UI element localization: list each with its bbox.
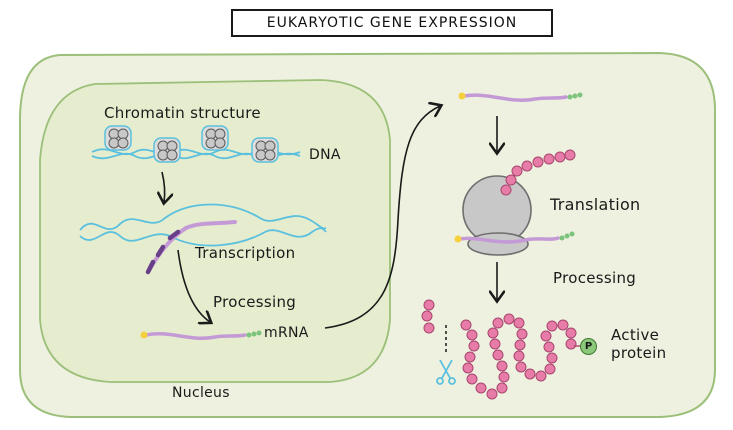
nucleosome-icon bbox=[153, 137, 181, 163]
nascent-polypeptide bbox=[500, 149, 576, 196]
mrna-cytoplasm bbox=[458, 92, 583, 102]
label-translation: Translation bbox=[550, 195, 641, 214]
nucleosome-icon bbox=[251, 137, 279, 163]
diagram-title: EUKARYOTIC GENE EXPRESSION bbox=[231, 9, 553, 37]
mrna-nucleus bbox=[140, 330, 262, 340]
arrow-mrna-export bbox=[324, 106, 440, 329]
arrow-transcription-to-processing bbox=[177, 249, 210, 322]
mrna-translation bbox=[454, 231, 575, 244]
label-dna: DNA bbox=[309, 147, 341, 163]
scissors-icon bbox=[436, 359, 456, 385]
cap-icon bbox=[140, 331, 148, 339]
label-active-protein-line1: Active bbox=[611, 326, 660, 344]
label-mrna: mRNA bbox=[264, 325, 309, 341]
nucleosome-icon bbox=[201, 125, 229, 151]
label-nucleus: Nucleus bbox=[172, 385, 230, 401]
nucleus-membrane bbox=[39, 79, 391, 383]
nascent-mrna-dark bbox=[145, 229, 181, 275]
ribosome-icon bbox=[462, 175, 532, 256]
label-processing-nucleus: Processing bbox=[213, 293, 297, 311]
arrow-chromatin-to-transcription bbox=[162, 171, 165, 202]
cap-icon bbox=[454, 235, 462, 243]
label-transcription: Transcription bbox=[195, 244, 296, 262]
phosphate-icon: P bbox=[580, 338, 597, 355]
nucleosome-icon bbox=[104, 125, 132, 151]
label-active-protein-line2: protein bbox=[611, 344, 667, 362]
phosphate-label: P bbox=[584, 341, 593, 352]
active-protein-chain bbox=[421, 299, 577, 400]
cap-icon bbox=[458, 92, 466, 100]
label-processing-cytoplasm: Processing bbox=[553, 269, 637, 287]
nascent-mrna bbox=[146, 220, 237, 274]
label-chromatin-structure: Chromatin structure bbox=[104, 104, 261, 122]
dna-transcription-bubble bbox=[79, 203, 327, 247]
